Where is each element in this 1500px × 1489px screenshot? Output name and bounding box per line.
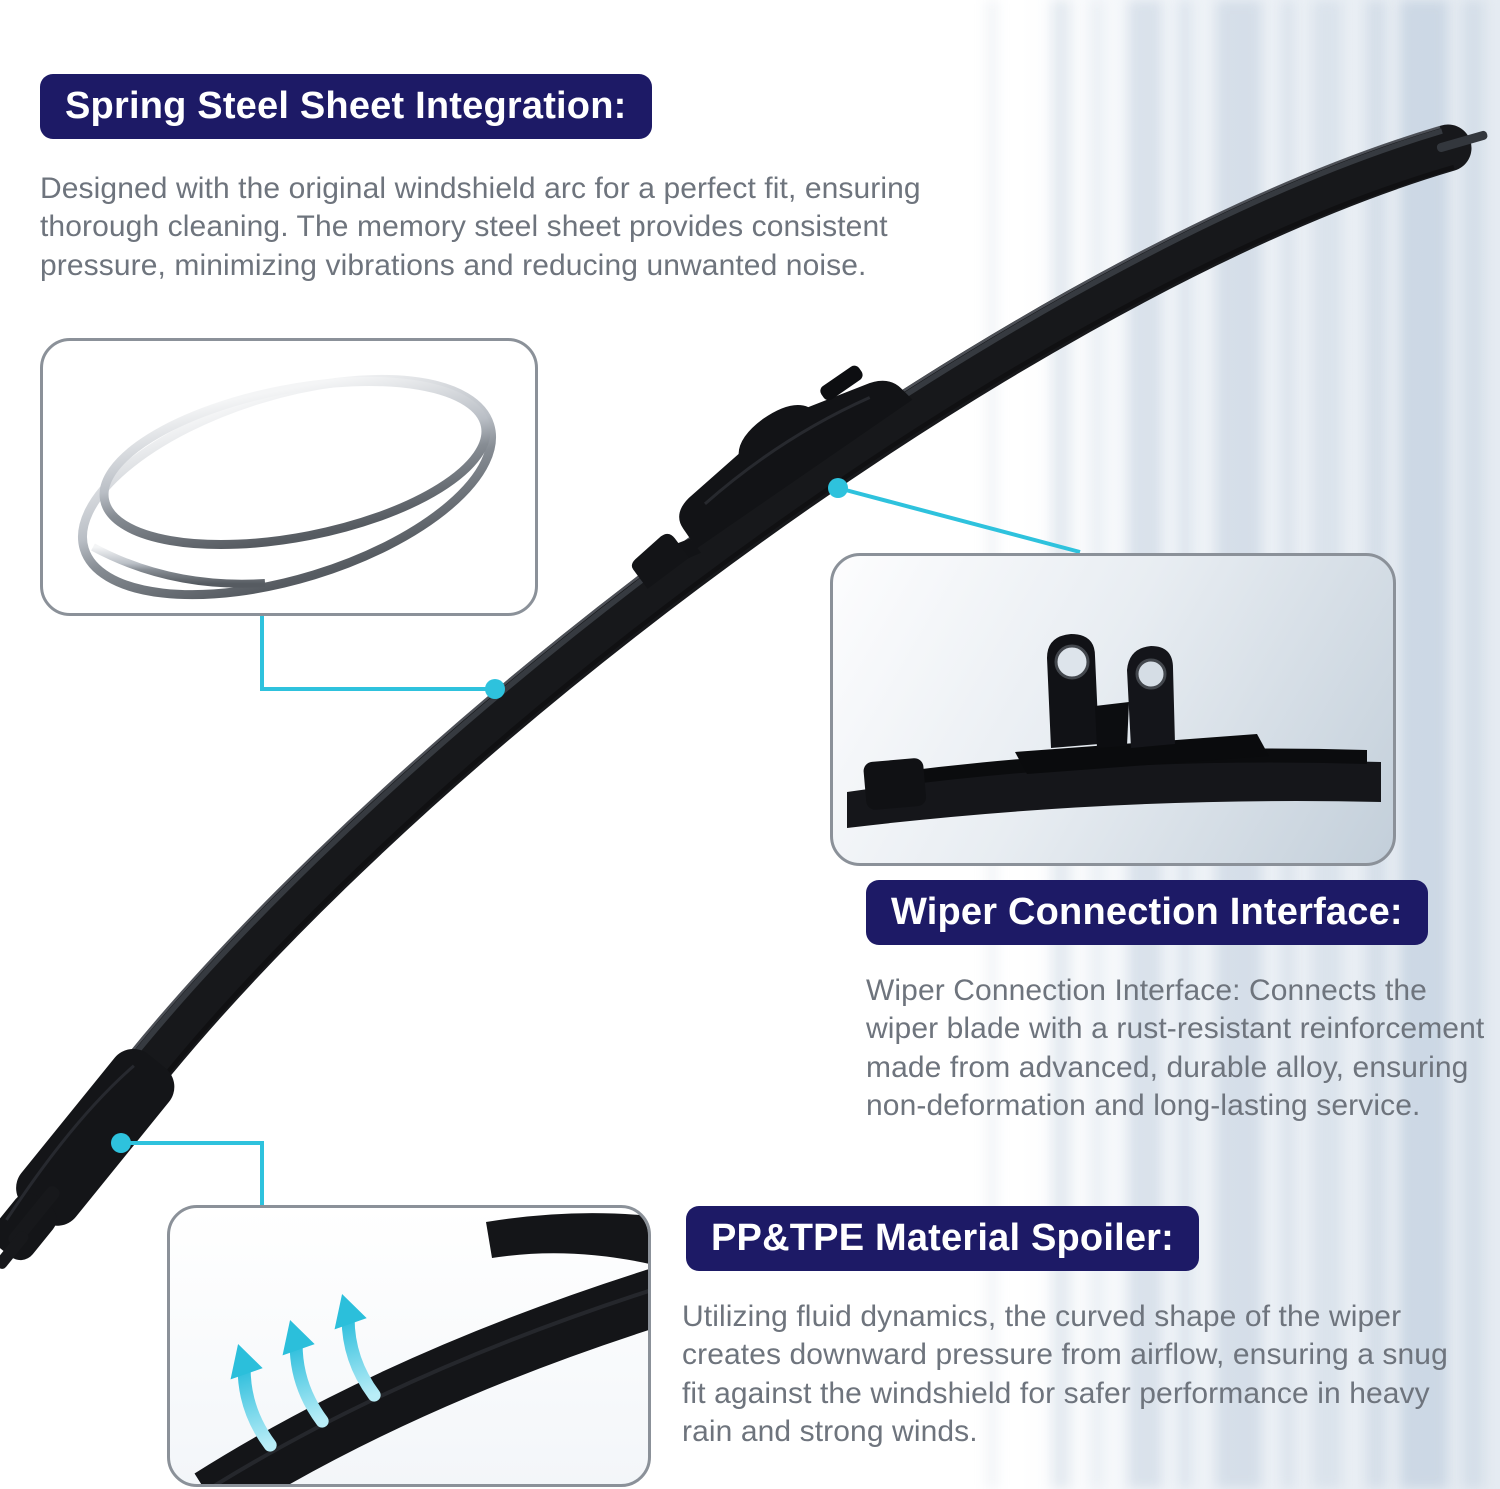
spoiler-description: Utilizing fluid dynamics, the curved sha… bbox=[682, 1300, 1448, 1449]
spring-steel-title-badge: Spring Steel Sheet Integration: bbox=[40, 74, 652, 139]
callout-spring-steel bbox=[260, 613, 505, 699]
callout-dot bbox=[485, 679, 505, 699]
callout-connection bbox=[828, 478, 1081, 554]
spoiler-inset-photo bbox=[167, 1205, 651, 1487]
blade-profile bbox=[847, 748, 1381, 828]
blade-adapter bbox=[666, 365, 913, 559]
connection-description: Wiper Connection Interface: Connects the… bbox=[866, 974, 1485, 1123]
blade-clip bbox=[631, 533, 690, 589]
callout-dot bbox=[828, 478, 848, 498]
connector-bracket-photo bbox=[847, 634, 1381, 828]
callout-spoiler bbox=[111, 1133, 264, 1206]
spoiler-title-badge: PP&TPE Material Spoiler: bbox=[686, 1206, 1200, 1271]
rubber-strip-end bbox=[8, 1186, 60, 1246]
spoiler-profile bbox=[194, 1213, 648, 1484]
spring-steel-loops bbox=[77, 374, 497, 600]
rubber-strip-end bbox=[0, 1231, 29, 1269]
light-streak bbox=[1462, 0, 1484, 1489]
airflow-arrows-icon bbox=[230, 1293, 381, 1452]
connection-inset-photo bbox=[830, 553, 1396, 866]
blade-tip-refill bbox=[1436, 130, 1488, 153]
callout-dot bbox=[111, 1133, 131, 1153]
light-streak bbox=[1400, 0, 1448, 1489]
metal-bracket bbox=[1015, 634, 1269, 774]
spring-steel-inset-photo bbox=[40, 338, 538, 616]
spoiler-airflow-photo bbox=[194, 1213, 648, 1484]
spring-steel-sheets-photo bbox=[77, 374, 497, 600]
connection-title-badge: Wiper Connection Interface: bbox=[866, 880, 1428, 945]
spring-steel-description: Designed with the original windshield ar… bbox=[40, 172, 921, 282]
